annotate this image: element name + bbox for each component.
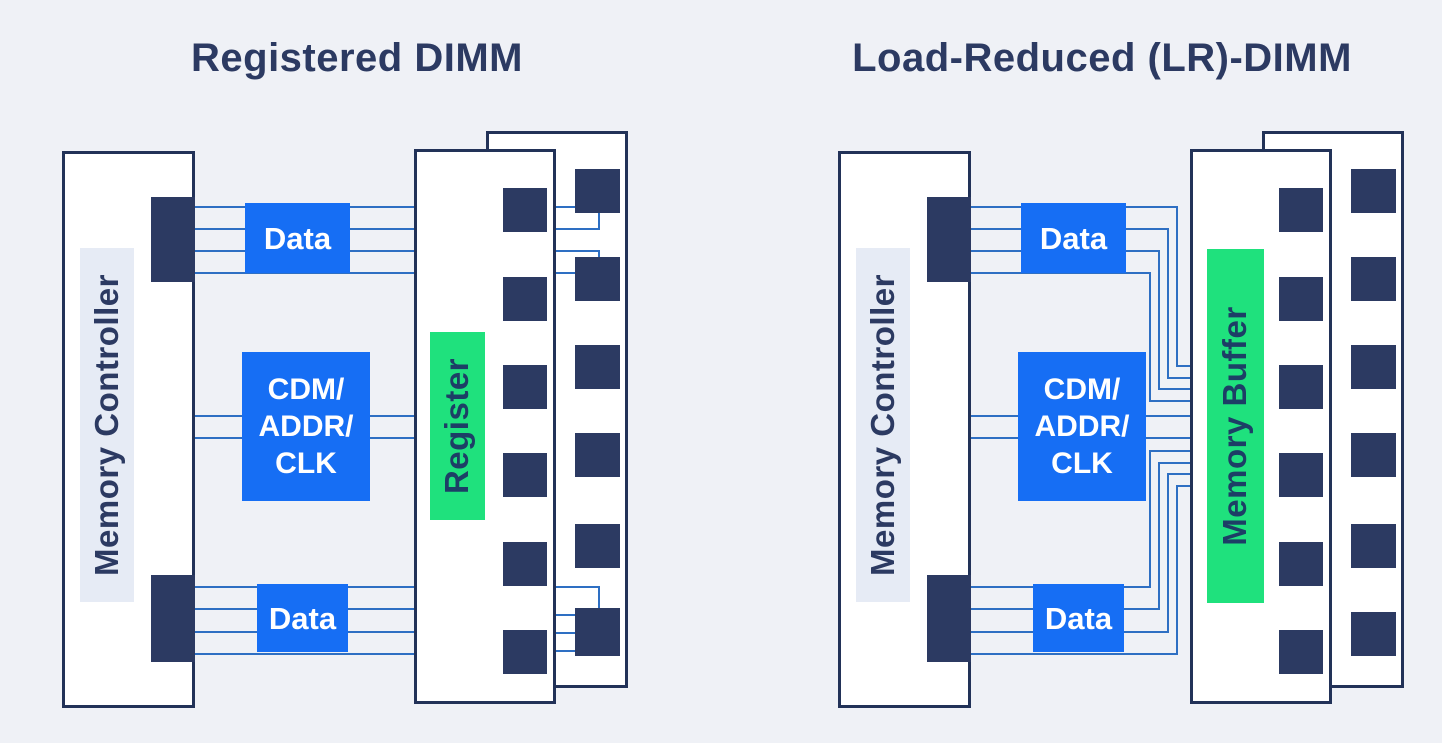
signal-trace: [1149, 450, 1190, 452]
cmd-label-line2: ADDR/: [1034, 410, 1130, 443]
controller-phy-chip-top: [151, 197, 195, 282]
dram-chip: [1279, 365, 1323, 409]
signal-trace: [195, 272, 414, 274]
signal-trace: [1167, 377, 1190, 379]
dram-chip: [1351, 433, 1396, 477]
dram-chip: [575, 257, 620, 301]
data-label: Data: [263, 220, 332, 256]
dram-chip: [1351, 345, 1396, 389]
signal-trace: [1176, 485, 1190, 487]
dram-chip: [503, 365, 547, 409]
cmd-label-line3: CLK: [1051, 447, 1113, 480]
signal-trace: [1176, 485, 1178, 655]
memory-controller-label-strip: [80, 248, 134, 602]
data-box-top: Data: [245, 203, 350, 273]
signal-trace: [1167, 473, 1169, 633]
dimm-trace: [556, 228, 600, 230]
dram-chip: [1279, 188, 1323, 232]
dimm-trace: [598, 586, 600, 610]
cmd-addr-clk-box: CDM/ ADDR/ CLK: [1018, 352, 1146, 501]
register-box: [430, 332, 485, 520]
memory-controller-label: Memory Controller: [864, 274, 901, 576]
data-label: Data: [1039, 220, 1108, 256]
memory-buffer-box: [1207, 249, 1264, 603]
dimm-trace: [556, 250, 600, 252]
dram-chip: [1279, 277, 1323, 321]
dimm-trace: [556, 650, 575, 652]
data-box-top: Data: [1021, 203, 1126, 273]
dram-chip: [1279, 542, 1323, 586]
signal-trace: [1167, 473, 1190, 475]
signal-trace: [1176, 206, 1178, 367]
dram-chip: [575, 608, 620, 656]
dram-chip: [503, 542, 547, 586]
memory-controller-label-strip: [856, 248, 910, 602]
dram-chip: [1351, 257, 1396, 301]
signal-trace: [1149, 450, 1151, 588]
controller-phy-chip-bottom: [927, 575, 971, 662]
cmd-label-line1: CDM/: [1043, 373, 1121, 406]
dimm-trace: [556, 586, 600, 588]
memory-buffer-label: Memory Buffer: [1216, 306, 1253, 546]
dram-chip: [1351, 612, 1396, 656]
signal-trace: [1149, 400, 1190, 402]
signal-trace: [195, 653, 414, 655]
signal-trace: [1176, 365, 1190, 367]
signal-trace: [1149, 272, 1151, 402]
dram-chip: [575, 524, 620, 568]
memory-controller-label: Memory Controller: [88, 274, 125, 576]
dimm-trace: [556, 272, 575, 274]
registered-dimm-title: Registered DIMM: [191, 36, 523, 80]
data-label: Data: [1044, 600, 1113, 636]
dram-chip: [503, 630, 547, 674]
cmd-addr-clk-box: CDM/ ADDR/ CLK: [242, 352, 370, 501]
data-box-bottom: Data: [257, 584, 348, 652]
dimm-trace: [598, 213, 600, 230]
dimm-trace: [556, 206, 575, 208]
dram-chip: [503, 188, 547, 232]
signal-trace: [1158, 250, 1160, 390]
dram-chip: [1279, 453, 1323, 497]
cmd-label-line1: CDM/: [267, 373, 345, 406]
signal-trace: [1167, 228, 1169, 379]
dram-chip: [503, 453, 547, 497]
cmd-label-line3: CLK: [275, 447, 337, 480]
dram-chip: [575, 345, 620, 389]
data-label: Data: [268, 600, 337, 636]
signal-trace: [1158, 388, 1190, 390]
dimm-trace: [556, 614, 575, 616]
lr-dimm-title: Load-Reduced (LR)-DIMM: [852, 36, 1352, 80]
cmd-label-line2: ADDR/: [258, 410, 354, 443]
dram-chip: [503, 277, 547, 321]
controller-phy-chip-top: [927, 197, 971, 282]
signal-trace: [971, 653, 1178, 655]
dram-chip: [1279, 630, 1323, 674]
dimm-trace: [598, 250, 600, 259]
signal-trace: [1158, 462, 1160, 610]
signal-trace: [971, 272, 1151, 274]
data-box-bottom: Data: [1033, 584, 1124, 652]
dram-chip: [1351, 524, 1396, 568]
dram-chip: [1351, 169, 1396, 213]
dimm-trace: [556, 632, 575, 634]
controller-phy-chip-bottom: [151, 575, 195, 662]
dram-chip: [575, 169, 620, 213]
register-label: Register: [438, 357, 475, 495]
signal-trace: [1158, 462, 1190, 464]
dram-chip: [575, 433, 620, 477]
